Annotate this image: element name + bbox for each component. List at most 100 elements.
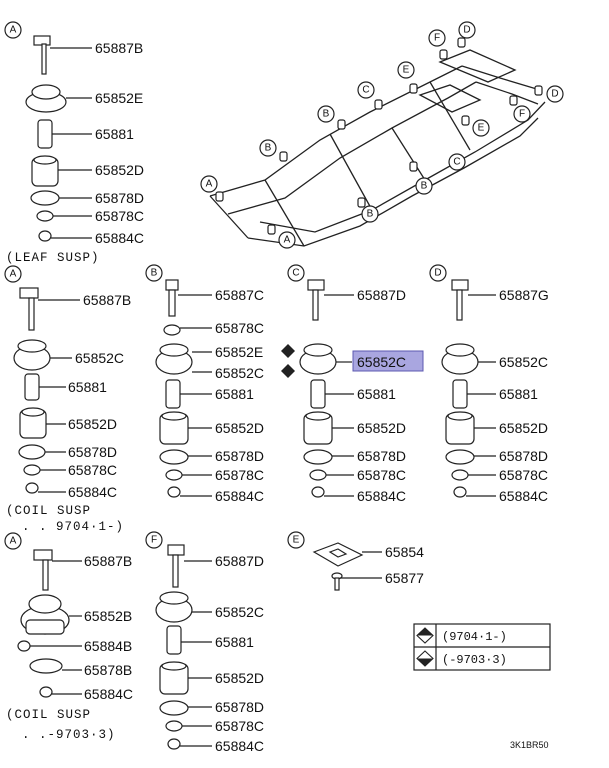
washer-icon [165, 720, 183, 732]
part-label-65852D[interactable]: 65852D [215, 670, 264, 686]
svg-text:A: A [10, 25, 17, 36]
part-label-65887B[interactable]: 65887B [84, 553, 132, 569]
part-label-65878C[interactable]: 65878C [68, 462, 117, 478]
part-label-65884C[interactable]: 65884C [215, 738, 264, 754]
chassis-callouts: F D E C D B F E B C A B B A [200, 21, 564, 249]
svg-text:C: C [362, 85, 369, 96]
part-label-65881[interactable]: 65881 [68, 379, 107, 395]
part-label-65852D[interactable]: 65852D [95, 162, 144, 178]
highlight-box [352, 350, 424, 372]
filled-top-diamond-icon [281, 344, 295, 358]
part-label-65852C[interactable]: 65852C [215, 604, 264, 620]
part-label-65878D[interactable]: 65878D [68, 444, 117, 460]
part-label-65852D[interactable]: 65852D [357, 420, 406, 436]
washer-icon [30, 190, 60, 206]
nut-icon [453, 486, 467, 498]
part-label-65878C[interactable]: 65878C [215, 320, 264, 336]
part-label-65884C[interactable]: 65884C [499, 488, 548, 504]
part-label-65852E[interactable]: 65852E [95, 90, 143, 106]
part-label-65852B[interactable]: 65852B [84, 608, 132, 624]
collar-icon [166, 625, 182, 655]
part-label-65852C[interactable]: 65852C [499, 354, 548, 370]
callout-c-mid: C [448, 153, 466, 171]
part-label-65887D[interactable]: 65887D [357, 287, 406, 303]
part-label-65887D[interactable]: 65887D [215, 553, 264, 569]
part-label-65887B[interactable]: 65887B [83, 292, 131, 308]
part-label-65878D[interactable]: 65878D [215, 448, 264, 464]
nut-icon [311, 486, 325, 498]
part-label-65878C[interactable]: 65878C [215, 467, 264, 483]
callout-a-coil1: A [4, 265, 22, 283]
part-label-65887C[interactable]: 65887C [215, 287, 264, 303]
cushion-assembly-icon [20, 594, 70, 635]
callout-e-top: E [397, 61, 415, 79]
nut-icon [167, 738, 181, 750]
svg-text:B: B [151, 268, 158, 279]
part-label-65884C[interactable]: 65884C [84, 686, 133, 702]
part-label-65877[interactable]: 65877 [385, 570, 424, 586]
bolt-icon [33, 549, 53, 591]
part-label-65852D[interactable]: 65852D [215, 420, 264, 436]
washer-icon [303, 449, 333, 465]
group-a-coil-new: A 65887B 65852C 65881 65852D 65878D 6587… [4, 265, 131, 534]
part-label-65878D[interactable]: 65878D [95, 190, 144, 206]
callout-b-upper: B [317, 105, 335, 123]
callout-e-right: E [472, 119, 490, 137]
callout-a-left: A [200, 175, 218, 193]
part-label-65884B[interactable]: 65884B [84, 638, 132, 654]
part-label-65878D[interactable]: 65878D [357, 448, 406, 464]
svg-text:C: C [453, 157, 460, 168]
bolt-icon [33, 35, 51, 75]
part-label-65878B[interactable]: 65878B [84, 662, 132, 678]
svg-text:D: D [434, 268, 441, 279]
callout-f-top: F [428, 29, 446, 47]
part-label-65852C[interactable]: 65852C [215, 365, 264, 381]
callout-d-top: D [458, 21, 476, 39]
washer-icon [18, 444, 46, 460]
part-label-65878C[interactable]: 65878C [499, 467, 548, 483]
svg-text:B: B [367, 209, 374, 220]
part-label-65887G[interactable]: 65887G [499, 287, 549, 303]
note-coil-susp-new-1: (COIL SUSP [6, 504, 91, 518]
cushion-icon [441, 343, 479, 375]
part-label-65878C[interactable]: 65878C [95, 208, 144, 224]
part-label-65852C-highlighted[interactable]: 65852C [357, 354, 406, 370]
part-label-65854[interactable]: 65854 [385, 544, 424, 560]
part-label-65881[interactable]: 65881 [357, 386, 396, 402]
group-f: F 65887D 65852C 65881 65852D 65878D 6587… [145, 531, 264, 754]
part-label-65878C[interactable]: 65878C [215, 718, 264, 734]
nut-icon [25, 482, 39, 494]
callout-c: C [287, 264, 305, 282]
group-a-coil-old: A 65887B 65852B 65884B 65878B 65884C (CO… [4, 532, 133, 742]
bolt-icon [451, 279, 469, 321]
part-label-65852D[interactable]: 65852D [499, 420, 548, 436]
part-label-65852C[interactable]: 65852C [75, 350, 124, 366]
washer-icon [23, 464, 41, 476]
part-label-65884C[interactable]: 65884C [215, 488, 264, 504]
part-label-65884C[interactable]: 65884C [95, 230, 144, 246]
part-label-65881[interactable]: 65881 [215, 386, 254, 402]
cushion-icon [31, 155, 59, 187]
part-label-65881[interactable]: 65881 [499, 386, 538, 402]
callout-b-low: B [361, 205, 379, 223]
part-label-65878C[interactable]: 65878C [357, 467, 406, 483]
screw-icon [331, 572, 343, 591]
part-label-65852D[interactable]: 65852D [68, 416, 117, 432]
svg-text:A: A [206, 179, 213, 190]
group-a-leaf: A 65887B 65852E 65881 65852D 65878D 6587… [4, 21, 144, 265]
part-label-65884C[interactable]: 65884C [68, 484, 117, 500]
cushion-icon [159, 661, 189, 695]
part-label-65878D[interactable]: 65878D [215, 699, 264, 715]
part-label-65878D[interactable]: 65878D [499, 448, 548, 464]
part-label-65887B[interactable]: 65887B [95, 40, 143, 56]
part-label-65852E[interactable]: 65852E [215, 344, 263, 360]
washer-icon [445, 449, 475, 465]
part-label-65884C[interactable]: 65884C [357, 488, 406, 504]
part-label-65881[interactable]: 65881 [95, 126, 134, 142]
part-label-65881[interactable]: 65881 [215, 634, 254, 650]
collar-icon [24, 373, 40, 401]
bolt-icon [167, 544, 185, 588]
washer-icon [163, 324, 181, 336]
washer-icon [165, 469, 183, 481]
